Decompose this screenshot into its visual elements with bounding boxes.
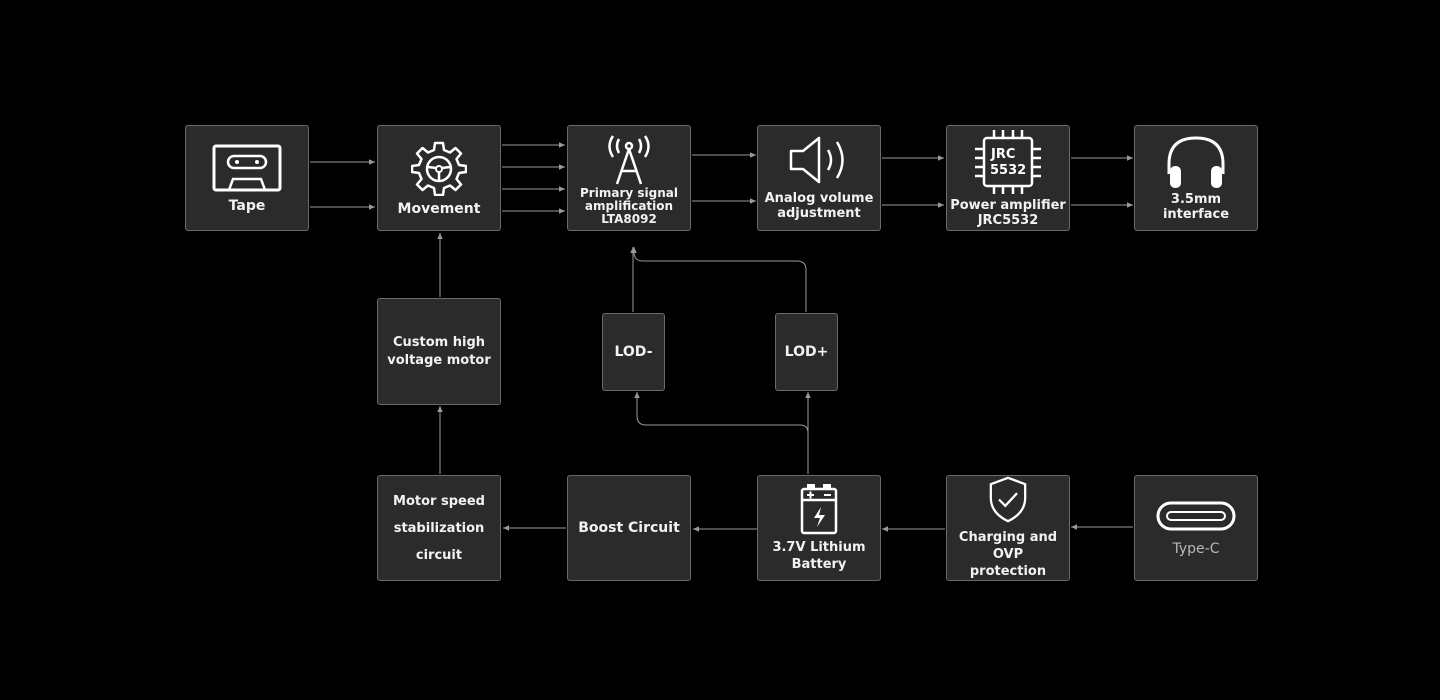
lod-plus-label: LOD+: [784, 343, 829, 360]
boost-circuit-block: Boost Circuit: [567, 475, 691, 581]
motor-block: Custom high voltage motor: [377, 298, 501, 405]
headphones-icon: [1167, 136, 1225, 188]
antenna-tower-icon: [608, 135, 650, 185]
power-amplifier-block: JRC 5532 Power amplifier JRC5532: [946, 125, 1070, 231]
speed-stabilization-label: Motor speed stabilization circuit: [393, 493, 485, 563]
chip-line2: 5532: [990, 163, 1026, 178]
motor-label: Custom high voltage motor: [387, 334, 491, 368]
charging-ovp-block: Charging and OVP protection: [946, 475, 1070, 581]
lod-minus-block: LOD-: [602, 313, 665, 391]
typec-block: Type-C: [1134, 475, 1258, 581]
battery-icon: [800, 484, 838, 535]
chip-icon: JRC 5532: [975, 130, 1041, 194]
usb-c-port-icon: [1156, 501, 1236, 530]
battery-label: 3.7V Lithium Battery: [772, 540, 866, 572]
primary-amplification-label: Primary signal amplification LTA8092: [580, 186, 678, 226]
wire-battery-lodminus: [634, 392, 809, 474]
tape-block: Tape: [185, 125, 309, 231]
shield-check-icon: [989, 476, 1027, 523]
speed-stabilization-block: Motor speed stabilization circuit: [377, 475, 501, 581]
interface-block: 3.5mm interface: [1134, 125, 1258, 231]
cassette-tape-icon: [212, 144, 282, 191]
wire-lodplus-primary: [631, 247, 807, 312]
primary-amplification-block: Primary signal amplification LTA8092: [567, 125, 691, 231]
interface-label: 3.5mm interface: [1162, 192, 1230, 222]
typec-label: Type-C: [1172, 540, 1220, 557]
volume-block: Analog volume adjustment: [757, 125, 881, 231]
movement-label: Movement: [397, 200, 481, 217]
tape-label: Tape: [228, 197, 266, 214]
gear-icon: [411, 141, 467, 196]
chip-line1: JRC: [990, 147, 1015, 162]
charging-ovp-label: Charging and OVP protection: [958, 530, 1058, 579]
power-amplifier-label: Power amplifier JRC5532: [950, 198, 1066, 228]
battery-block: 3.7V Lithium Battery: [757, 475, 881, 581]
lod-plus-block: LOD+: [775, 313, 838, 391]
lod-minus-label: LOD-: [614, 343, 653, 360]
movement-block: Movement: [377, 125, 501, 231]
volume-label: Analog volume adjustment: [764, 191, 874, 221]
boost-circuit-label: Boost Circuit: [578, 519, 680, 536]
speaker-volume-icon: [789, 136, 844, 184]
